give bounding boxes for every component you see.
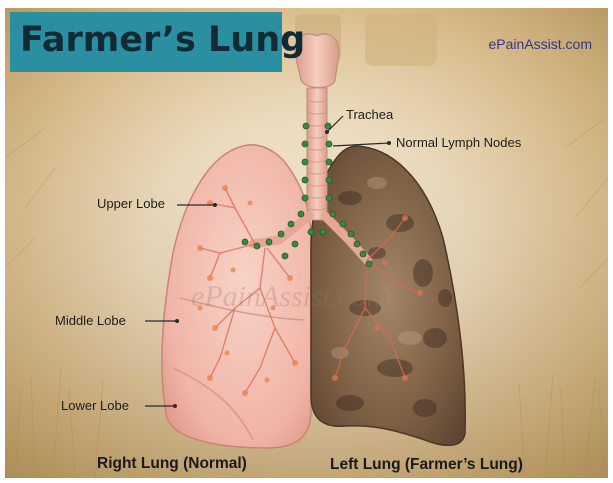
brand-logo-text[interactable]: ePainAssist.com — [489, 36, 592, 52]
trachea — [307, 88, 327, 220]
caption-left-lung: Left Lung (Farmer’s Lung) — [330, 456, 523, 474]
page-title: Farmer’s Lung — [20, 20, 305, 60]
label-lymph-nodes: Normal Lymph Nodes — [396, 135, 521, 150]
title-band: Farmer’s Lung — [10, 12, 282, 72]
watermark-text: ePainAssist.com — [191, 280, 388, 314]
label-middle-lobe: Middle Lobe — [55, 313, 126, 328]
diagram-canvas: ePainAssist.com Farmer’s Lung ePainAssis… — [5, 8, 608, 478]
label-trachea: Trachea — [346, 107, 393, 122]
label-upper-lobe: Upper Lobe — [97, 196, 165, 211]
caption-right-lung: Right Lung (Normal) — [97, 455, 247, 473]
label-lower-lobe: Lower Lobe — [61, 398, 129, 413]
